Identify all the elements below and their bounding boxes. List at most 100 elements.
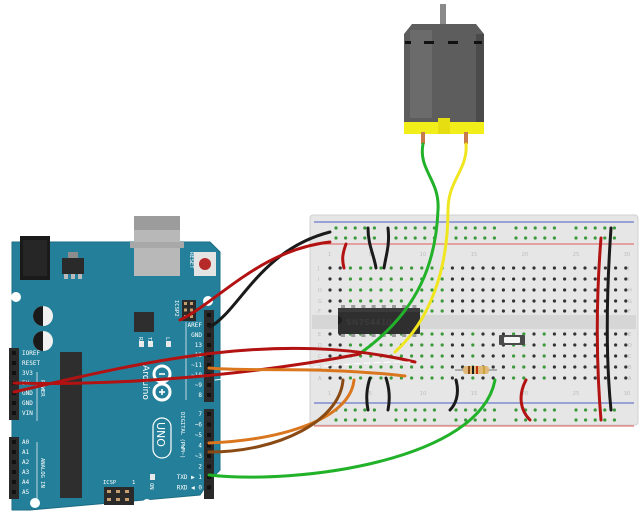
rail-hole[interactable] [584, 236, 588, 240]
breadboard-hole[interactable] [348, 343, 352, 347]
breadboard-hole[interactable] [338, 365, 342, 369]
breadboard-hole[interactable] [328, 376, 332, 380]
breadboard-hole[interactable] [379, 266, 383, 270]
rail-hole[interactable] [514, 408, 518, 412]
breadboard-hole[interactable] [552, 277, 557, 281]
breadboard-hole[interactable] [410, 354, 414, 358]
rail-hole[interactable] [423, 236, 427, 240]
breadboard-hole[interactable] [450, 354, 454, 358]
breadboard-hole[interactable] [603, 365, 608, 369]
breadboard-hole[interactable] [471, 266, 475, 270]
rail-hole[interactable] [593, 226, 597, 230]
rail-hole[interactable] [404, 226, 408, 230]
breadboard-hole[interactable] [593, 365, 597, 369]
rail-hole[interactable] [524, 226, 528, 230]
breadboard-hole[interactable] [614, 277, 618, 281]
rail-hole[interactable] [423, 408, 427, 412]
breadboard-hole[interactable] [563, 266, 567, 270]
breadboard-hole[interactable] [573, 343, 577, 347]
breadboard-hole[interactable] [532, 309, 536, 313]
breadboard-hole[interactable] [369, 277, 373, 281]
breadboard-hole[interactable] [491, 332, 495, 336]
rail-hole[interactable] [543, 226, 547, 230]
rail-hole[interactable] [353, 408, 357, 412]
rail-hole[interactable] [533, 408, 537, 412]
breadboard-hole[interactable] [481, 354, 485, 358]
header-pin[interactable] [207, 464, 211, 469]
breadboard-hole[interactable] [522, 332, 526, 336]
breadboard-hole[interactable] [348, 365, 352, 369]
reset-button[interactable] [194, 252, 216, 276]
breadboard-hole[interactable] [450, 332, 454, 336]
breadboard-hole[interactable] [379, 343, 383, 347]
rail-hole[interactable] [603, 408, 607, 412]
breadboard-hole[interactable] [583, 288, 587, 292]
breadboard-hole[interactable] [552, 309, 557, 313]
breadboard-hole[interactable] [491, 309, 495, 313]
rail-hole[interactable] [394, 226, 398, 230]
breadboard-hole[interactable] [624, 309, 628, 313]
breadboard-hole[interactable] [542, 288, 546, 292]
breadboard-hole[interactable] [563, 376, 567, 380]
breadboard-hole[interactable] [379, 365, 383, 369]
breadboard-hole[interactable] [471, 309, 475, 313]
breadboard-hole[interactable] [328, 343, 332, 347]
breadboard-hole[interactable] [522, 309, 526, 313]
breadboard-hole[interactable] [624, 277, 628, 281]
rail-hole[interactable] [593, 408, 597, 412]
breadboard-hole[interactable] [410, 343, 414, 347]
breadboard-hole[interactable] [522, 376, 526, 380]
rail-hole[interactable] [344, 408, 348, 412]
breadboard-hole[interactable] [563, 288, 567, 292]
rail-hole[interactable] [612, 418, 617, 422]
rail-hole[interactable] [514, 226, 518, 230]
rail-hole[interactable] [394, 236, 398, 240]
rail-hole[interactable] [533, 236, 537, 240]
breadboard-hole[interactable] [471, 376, 475, 380]
breadboard-hole[interactable] [532, 376, 536, 380]
breadboard-hole[interactable] [389, 376, 393, 380]
breadboard-hole[interactable] [542, 332, 546, 336]
rail-hole[interactable] [483, 408, 487, 412]
rail-hole[interactable] [584, 226, 588, 230]
rail-hole[interactable] [423, 226, 427, 230]
rail-hole[interactable] [524, 236, 528, 240]
rail-hole[interactable] [552, 226, 557, 230]
breadboard-hole[interactable] [389, 299, 393, 303]
breadboard-hole[interactable] [359, 288, 363, 292]
rail-hole[interactable] [574, 236, 578, 240]
breadboard-hole[interactable] [338, 266, 342, 270]
rail-hole[interactable] [473, 226, 477, 230]
breadboard-hole[interactable] [440, 277, 444, 281]
rail-hole[interactable] [483, 236, 487, 240]
breadboard-hole[interactable] [430, 309, 434, 313]
breadboard-hole[interactable] [563, 343, 567, 347]
breadboard-hole[interactable] [389, 277, 393, 281]
rail-hole[interactable] [552, 418, 557, 422]
rail-hole[interactable] [473, 408, 477, 412]
breadboard-hole[interactable] [583, 266, 587, 270]
breadboard-hole[interactable] [511, 288, 516, 292]
breadboard-hole[interactable] [410, 376, 414, 380]
breadboard-hole[interactable] [399, 354, 403, 358]
breadboard-hole[interactable] [491, 354, 495, 358]
rail-hole[interactable] [473, 236, 477, 240]
rail-hole[interactable] [353, 236, 357, 240]
breadboard-hole[interactable] [511, 299, 516, 303]
breadboard-hole[interactable] [573, 354, 577, 358]
breadboard-hole[interactable] [614, 288, 618, 292]
rail-hole[interactable] [454, 226, 458, 230]
breadboard-hole[interactable] [573, 277, 577, 281]
header-pin[interactable] [12, 440, 16, 444]
breadboard-hole[interactable] [532, 332, 536, 336]
breadboard-hole[interactable] [481, 376, 485, 380]
header-pin[interactable] [12, 371, 16, 375]
rail-hole[interactable] [483, 418, 487, 422]
rail-hole[interactable] [574, 418, 578, 422]
rail-hole[interactable] [603, 226, 607, 230]
header-pin[interactable] [12, 361, 16, 365]
rail-hole[interactable] [603, 236, 607, 240]
breadboard-hole[interactable] [430, 332, 434, 336]
breadboard-hole[interactable] [614, 376, 618, 380]
breadboard-hole[interactable] [471, 354, 475, 358]
